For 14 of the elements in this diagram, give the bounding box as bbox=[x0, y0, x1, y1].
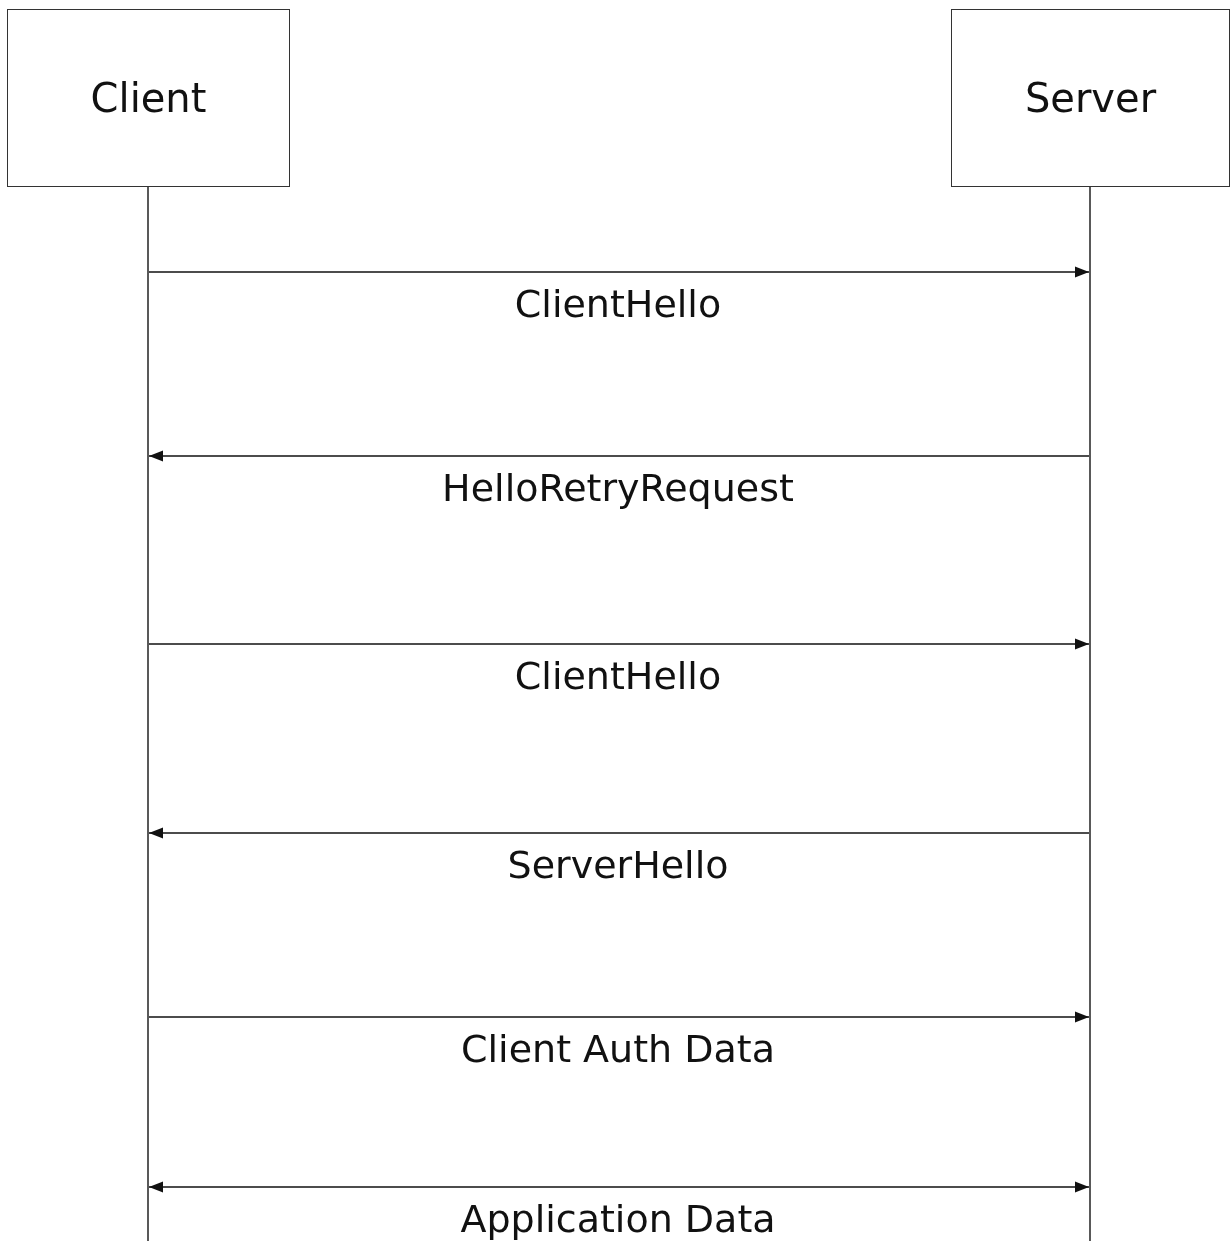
message-label: ClientHello bbox=[514, 654, 722, 698]
message-label: Application Data bbox=[460, 1197, 776, 1241]
message-arrow bbox=[148, 1011, 1090, 1023]
message-arrow bbox=[148, 827, 1090, 839]
message-label: ServerHello bbox=[507, 843, 729, 887]
message-arrow bbox=[148, 450, 1090, 462]
message-label: ClientHello bbox=[514, 282, 722, 326]
message-label: HelloRetryRequest bbox=[442, 466, 794, 510]
participant-name: Server bbox=[1024, 75, 1157, 121]
message-arrow bbox=[148, 638, 1090, 650]
participant-name: Client bbox=[90, 75, 207, 121]
message-label: Client Auth Data bbox=[461, 1027, 775, 1071]
message-arrow bbox=[148, 266, 1090, 278]
message-arrow bbox=[148, 1181, 1090, 1193]
